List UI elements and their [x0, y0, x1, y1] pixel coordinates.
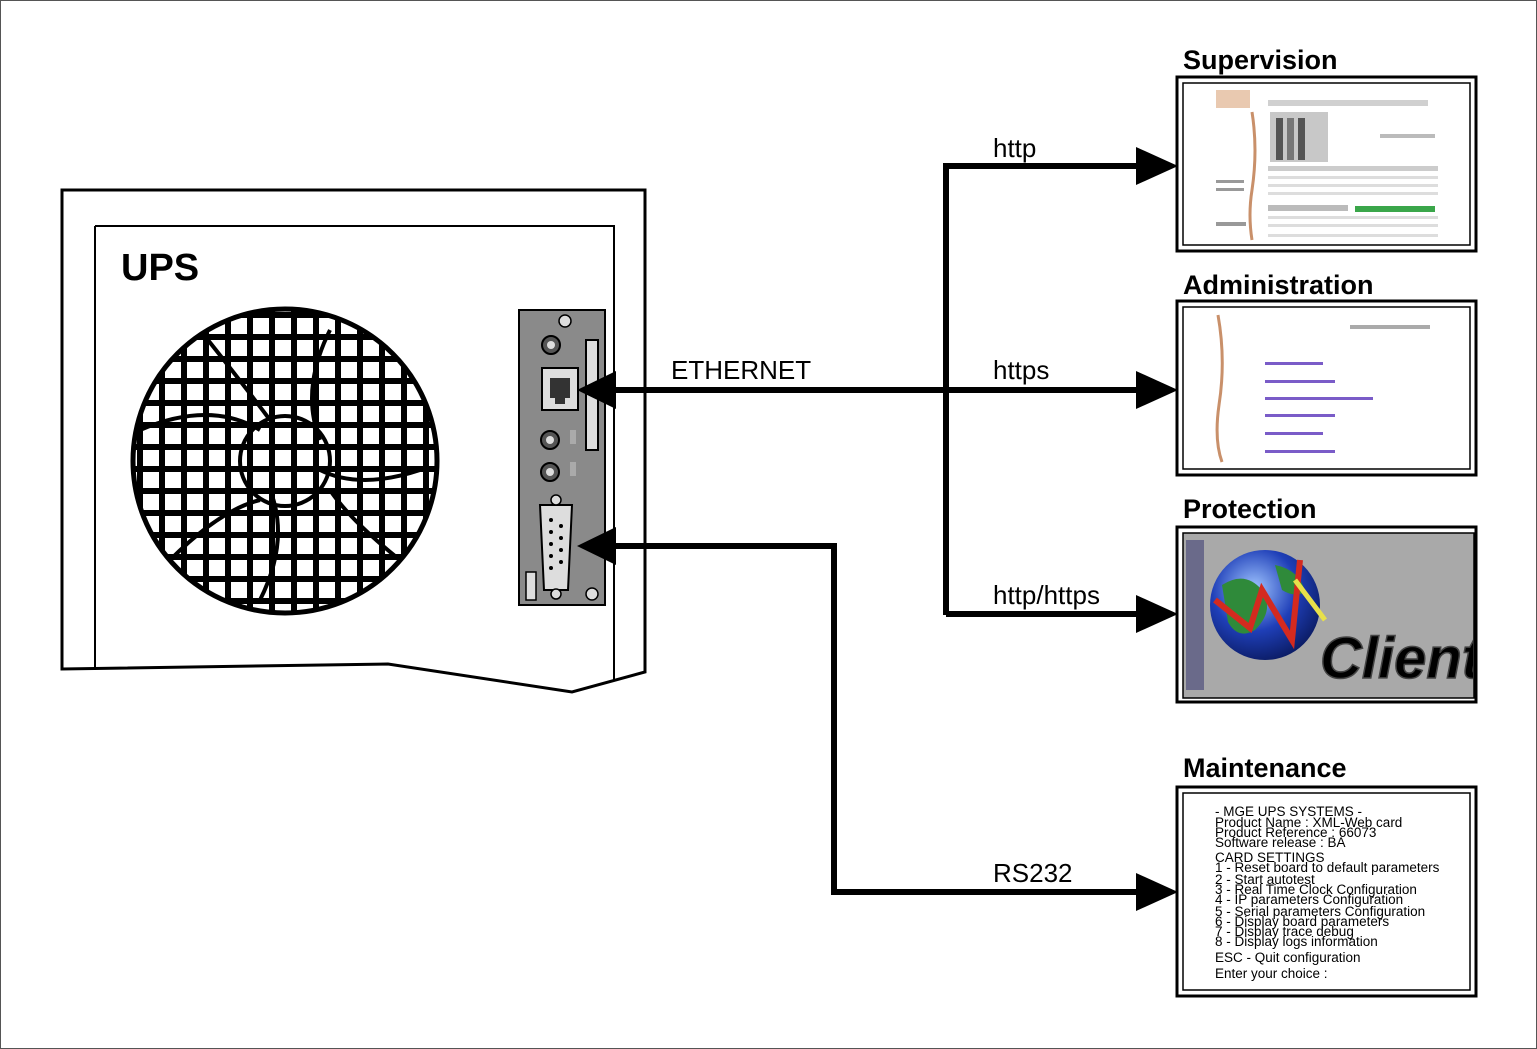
- console-line: 4 - IP parameters Configuration: [1215, 892, 1403, 907]
- console-line: 8 - Display logs information: [1215, 934, 1378, 949]
- network-card: [518, 309, 606, 606]
- arrow-protection-icon: [1136, 595, 1178, 633]
- http-branch: [943, 163, 1140, 615]
- client-logo-icon: Client: [1186, 540, 1484, 692]
- ethernet-port-icon: [541, 367, 579, 411]
- supervision-title: Supervision: [1183, 45, 1338, 75]
- console-line: Product Reference : 66073: [1215, 825, 1376, 840]
- arrow-serial-card-icon: [577, 527, 616, 565]
- administration-screenshot: [1215, 314, 1430, 463]
- https-label: https: [993, 355, 1049, 385]
- ethernet-label: ETHERNET: [671, 355, 811, 385]
- administration-title: Administration: [1183, 270, 1374, 300]
- console-line: 3 - Real Time Clock Configuration: [1215, 882, 1417, 897]
- arrow-ethernet-card-icon: [577, 371, 616, 409]
- console-line: Enter your choice :: [1215, 966, 1328, 981]
- arrow-administration-icon: [1136, 371, 1178, 409]
- console-line: 6 - Display board parameters: [1215, 914, 1389, 929]
- protection-title: Protection: [1183, 494, 1317, 524]
- arrow-maintenance-icon: [1136, 873, 1178, 911]
- administration-panel: [1175, 299, 1478, 477]
- protection-panel: Client: [1175, 525, 1484, 704]
- arrowheads: [577, 147, 1178, 911]
- console-line: ESC - Quit configuration: [1215, 950, 1361, 965]
- console-line: Product Name : XML-Web card: [1215, 815, 1402, 830]
- connection-lines: [610, 163, 1140, 895]
- maintenance-title: Maintenance: [1183, 753, 1347, 783]
- console-line: CARD SETTINGS: [1215, 850, 1325, 865]
- arrow-supervision-icon: [1136, 147, 1178, 185]
- supervision-screenshot: [1216, 90, 1438, 241]
- console-line: 5 - Serial parameters Configuration: [1215, 904, 1425, 919]
- console-line: 7 - Display trace debug: [1215, 924, 1354, 939]
- http-https-label: http/https: [993, 580, 1100, 610]
- console-line: 1 - Reset board to default parameters: [1215, 860, 1440, 875]
- rs232-label: RS232: [993, 858, 1073, 888]
- console-line: 2 - Start autotest: [1215, 872, 1315, 887]
- supervision-panel: [1175, 75, 1478, 253]
- serial-port-icon: [538, 494, 574, 600]
- rs232-line: [610, 543, 1140, 895]
- ups-label: UPS: [121, 247, 199, 289]
- maintenance-panel: - MGE UPS SYSTEMS - Product Name : XML-W…: [1175, 785, 1478, 998]
- ups-unit: UPS: [60, 188, 647, 694]
- console-line: - MGE UPS SYSTEMS -: [1215, 804, 1362, 819]
- maintenance-console: - MGE UPS SYSTEMS - Product Name : XML-W…: [1215, 804, 1440, 981]
- console-line: Software release : BA: [1215, 835, 1346, 850]
- client-logo-text: Client: [1320, 626, 1484, 691]
- http-label: http: [993, 133, 1036, 163]
